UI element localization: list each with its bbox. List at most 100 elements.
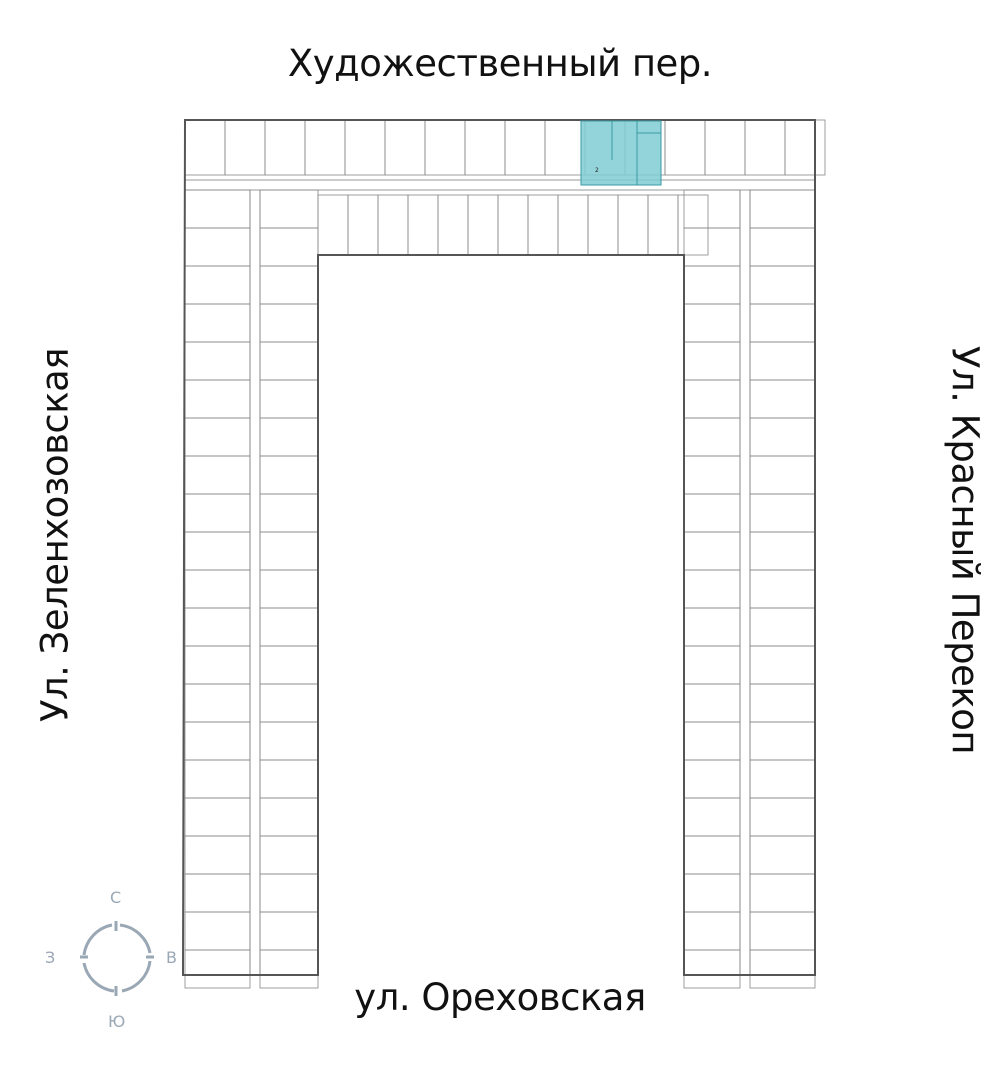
room (749, 683, 816, 723)
compass-west: З (45, 948, 56, 967)
building-outline (181, 119, 816, 976)
room (184, 303, 251, 343)
room (259, 189, 319, 229)
room (184, 797, 251, 837)
room (497, 194, 529, 256)
room (683, 455, 741, 495)
room (184, 645, 251, 685)
room (259, 303, 319, 343)
street-label-north: Художественный пер. (287, 42, 713, 85)
room (749, 607, 816, 647)
room (749, 721, 816, 761)
highlight-room-count: 2 (595, 167, 599, 174)
compass-south: Ю (108, 1012, 126, 1031)
room (259, 759, 319, 799)
room (749, 797, 816, 837)
room (184, 119, 226, 176)
room (407, 194, 439, 256)
room (749, 341, 816, 381)
room (259, 341, 319, 381)
room (259, 607, 319, 647)
room (683, 911, 741, 951)
room (617, 194, 649, 256)
room (749, 379, 816, 419)
room (683, 949, 741, 989)
room (184, 911, 251, 951)
room (683, 873, 741, 913)
room (259, 493, 319, 533)
room (749, 417, 816, 457)
room (749, 835, 816, 875)
room (784, 119, 826, 176)
room (384, 119, 426, 176)
compass-north: С (110, 888, 122, 907)
room (184, 341, 251, 381)
room (683, 797, 741, 837)
room (184, 189, 251, 229)
room (683, 607, 741, 647)
room (587, 194, 619, 256)
room (317, 194, 349, 256)
room (184, 265, 251, 305)
room (544, 119, 586, 176)
room (184, 607, 251, 647)
room (184, 455, 251, 495)
room (647, 194, 679, 256)
room (749, 493, 816, 533)
room (184, 569, 251, 609)
room (259, 569, 319, 609)
room (304, 119, 346, 176)
room (184, 835, 251, 875)
room (749, 645, 816, 685)
room (664, 119, 706, 176)
room (259, 683, 319, 723)
room (677, 194, 709, 256)
room (683, 835, 741, 875)
compass-icon (80, 921, 154, 996)
room (259, 949, 319, 989)
room (749, 759, 816, 799)
room (464, 119, 506, 176)
room (259, 873, 319, 913)
room (259, 265, 319, 305)
room (504, 119, 546, 176)
room (683, 645, 741, 685)
room (344, 119, 386, 176)
room (683, 417, 741, 457)
room (259, 417, 319, 457)
room (184, 683, 251, 723)
room (683, 683, 741, 723)
street-label-south: ул. Ореховская (354, 976, 646, 1019)
room (683, 721, 741, 761)
room (259, 227, 319, 267)
room (184, 759, 251, 799)
room (683, 189, 741, 229)
room (749, 265, 816, 305)
room (184, 379, 251, 419)
room (259, 797, 319, 837)
room (683, 569, 741, 609)
room (259, 835, 319, 875)
highlighted-apartment[interactable] (580, 120, 662, 186)
room (467, 194, 499, 256)
room (683, 759, 741, 799)
room (749, 949, 816, 989)
room (224, 119, 266, 176)
room (259, 531, 319, 571)
room (749, 569, 816, 609)
room (259, 379, 319, 419)
room (437, 194, 469, 256)
room (749, 455, 816, 495)
room (749, 873, 816, 913)
room (683, 341, 741, 381)
room (184, 417, 251, 457)
room (259, 721, 319, 761)
compass-east: В (166, 948, 177, 967)
room (683, 265, 741, 305)
room (184, 721, 251, 761)
room (184, 531, 251, 571)
room (749, 189, 816, 229)
room (683, 227, 741, 267)
room (259, 911, 319, 951)
room (744, 119, 786, 176)
